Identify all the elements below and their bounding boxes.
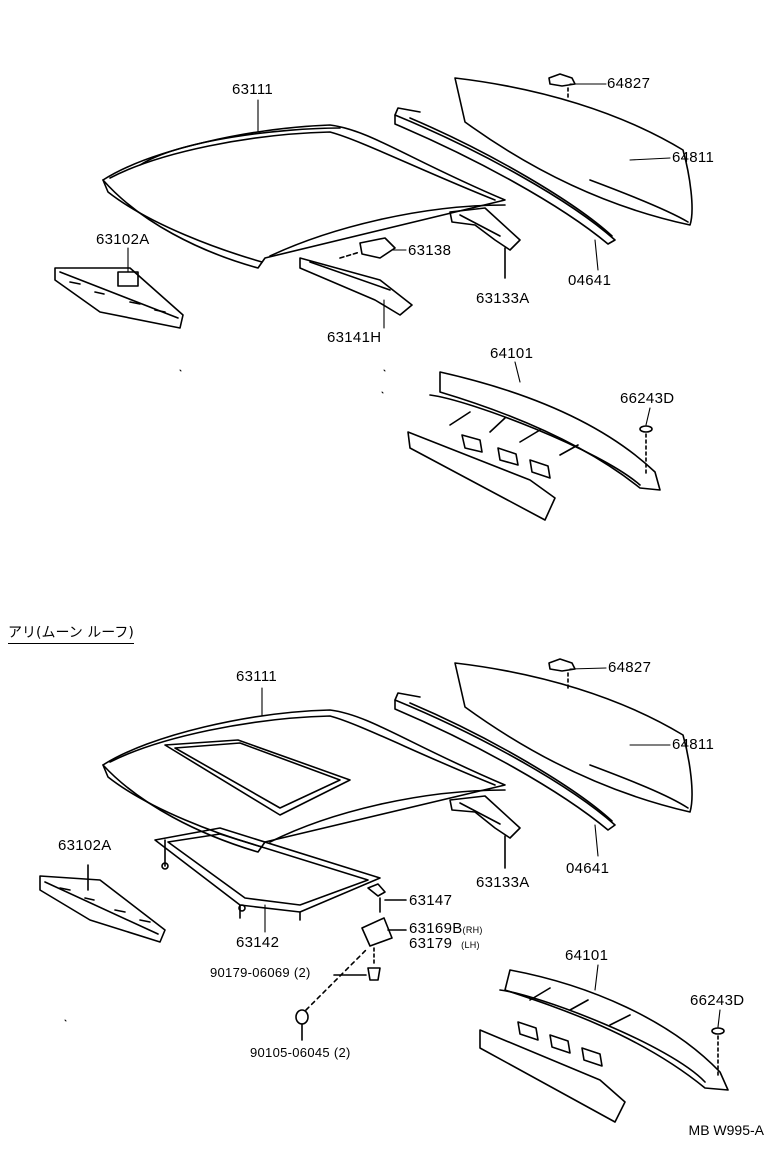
label-63111-bottom: 63111 <box>236 668 277 685</box>
bracket-bottom <box>361 917 407 967</box>
label-64811-bottom: 64811 <box>672 736 715 753</box>
label-64101-bottom: 64101 <box>565 947 609 964</box>
label-66243d-bottom: 66243D <box>690 992 745 1009</box>
label-04641-bottom: 04641 <box>566 860 610 877</box>
roof-bow-top <box>339 237 396 259</box>
moonroof-heading: アリ(ムーン ルーフ) <box>8 622 134 644</box>
roof-panel-top <box>102 124 506 269</box>
label-64811-top: 64811 <box>672 149 715 166</box>
label-rh: (RH) <box>462 925 483 935</box>
label-63133a-bottom: 63133A <box>476 874 530 891</box>
label-63138-top: 63138 <box>408 242 452 259</box>
label-64827-bottom: 64827 <box>608 659 652 676</box>
rear-header-top <box>449 207 521 279</box>
rear-header-bottom <box>449 795 521 869</box>
front-header-top <box>54 267 184 329</box>
plug-bottom <box>711 1027 725 1079</box>
label-63111-top: 63111 <box>232 81 273 98</box>
front-header-bottom <box>39 864 166 943</box>
label-64827-top: 64827 <box>607 75 651 92</box>
clip-bottom <box>295 949 367 1041</box>
label-63169b-bottom: 63169B(RH) <box>409 920 483 937</box>
roof-panel-bottom <box>102 709 506 853</box>
moonroof-reinforcement <box>154 827 381 921</box>
label-64101-top: 64101 <box>490 345 534 362</box>
label-90105-bottom: 90105-06045 (2) <box>250 1045 351 1060</box>
label-63102a-bottom: 63102A <box>58 837 112 854</box>
back-glass-top <box>454 77 693 226</box>
glass-clip-bottom <box>548 658 576 691</box>
specks <box>64 369 386 1022</box>
weatherstrip-top <box>394 107 616 245</box>
leaders-bottom <box>261 667 721 1028</box>
package-tray-top <box>407 371 661 521</box>
plug-top <box>639 425 653 477</box>
label-63141h-top: 63141H <box>327 329 382 346</box>
weatherstrip-bottom <box>394 692 616 831</box>
leaders-top <box>127 83 671 426</box>
label-04641-top: 04641 <box>568 272 612 289</box>
label-63133a-top: 63133A <box>476 290 530 307</box>
label-63179-bottom: 63179 (LH) <box>409 935 480 952</box>
label-66243d-top: 66243D <box>620 390 675 407</box>
label-63147-bottom: 63147 <box>409 892 453 909</box>
bolt-bottom <box>367 883 407 913</box>
package-tray-bottom <box>479 969 729 1123</box>
label-90179-bottom: 90179-06069 (2) <box>210 965 311 980</box>
label-63102a-top: 63102A <box>96 231 150 248</box>
back-glass-bottom <box>454 662 693 813</box>
label-63142-bottom: 63142 <box>236 934 280 951</box>
side-rail-top <box>299 257 413 316</box>
catalog-code: MB W995-A <box>688 1122 764 1138</box>
label-lh: (LH) <box>461 940 480 950</box>
screw-bottom <box>333 967 381 981</box>
